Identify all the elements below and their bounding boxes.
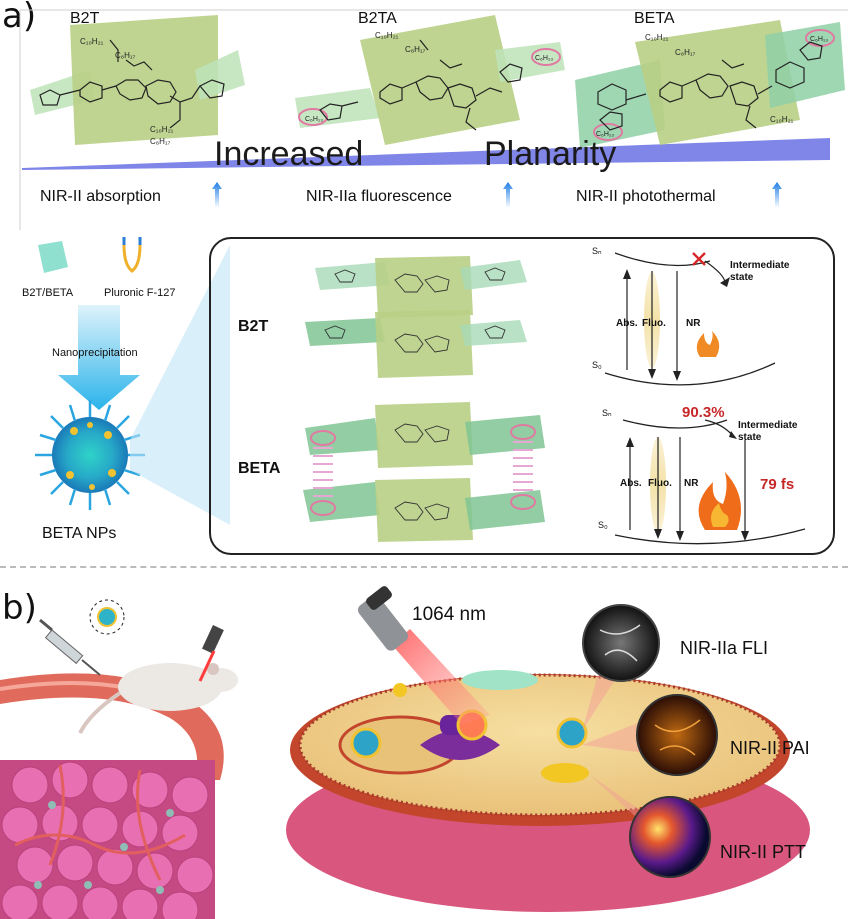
stack-label-beta: BETA: [238, 460, 281, 477]
ptt-image: [629, 796, 711, 878]
property-absorption: NIR-II absorption: [40, 188, 161, 205]
product-label: BETA NPs: [42, 525, 117, 542]
sn-label-bottom: Sₙ: [602, 408, 612, 418]
modality-pai: NIR-II PAI: [730, 738, 810, 758]
up-arrow-icon: [503, 182, 513, 208]
b2ta-c6h13-label-2: C₆H₁₃: [535, 55, 553, 62]
b2ta-c6h13-label: C₆H₁₃: [305, 116, 323, 123]
beta-c6h13-label: C₆H₁₃: [596, 131, 614, 138]
process-label: Nanoprecipitation: [52, 347, 138, 359]
molecule-title-b2ta: B2TA: [358, 10, 397, 27]
cell-illustration: [286, 670, 810, 912]
b2t-c10h21-label-2: C₁₀H₂₁: [150, 125, 174, 134]
nanoprecipitation-graphic: [35, 237, 230, 525]
material-chip-icon: [38, 241, 68, 273]
laser-small-icon: [198, 625, 224, 682]
pai-image: [636, 694, 718, 776]
blocked-cross-icon: [692, 252, 706, 266]
beta-nanoparticle-icon: [35, 400, 145, 510]
fluo-label-top: Fluo.: [642, 318, 666, 329]
panel-divider: [0, 566, 848, 568]
up-arrow-icon: [772, 182, 782, 208]
s0-label-top: S₀: [592, 360, 602, 370]
intermediate-state-top: Intermediate state: [730, 260, 790, 283]
panel-a-label: a): [2, 0, 37, 36]
pluronic-icon: [122, 244, 142, 273]
panel-a-structures: C₁₀H₂₁ C₈H₁₇ C₁₀H₂₁ C₈H₁₇ C₆H₁₃ C₆H₁₃ C₁…: [19, 9, 848, 230]
intermediate-state-bottom: Intermediate state: [738, 420, 798, 443]
down-arrow-icon: [58, 305, 140, 410]
laser-icon: [357, 586, 490, 725]
property-photothermal: NIR-II photothermal: [576, 188, 716, 205]
tumor-cluster: [0, 760, 215, 919]
planarity-label: Planarity: [484, 135, 617, 173]
time-label: 79 fs: [760, 476, 795, 493]
fluo-label-bottom: Fluo.: [648, 478, 672, 489]
laser-wavelength-label: 1064 nm: [412, 604, 486, 625]
abs-label-bottom: Abs.: [620, 478, 642, 489]
surfactant-label: Pluronic F-127: [104, 287, 176, 299]
percent-label: 90.3%: [682, 404, 725, 421]
sn-label-top: Sₙ: [592, 246, 602, 256]
mouse-illustration: [78, 663, 238, 734]
beta-c10h21-label: C₁₀H₂₁: [645, 33, 669, 42]
stacking-panel: [209, 237, 835, 555]
stacking-diagram: [303, 256, 545, 542]
b2t-c8h17-label: C₈H₁₇: [115, 51, 136, 60]
s0-label-bottom: S₀: [598, 520, 608, 530]
b2ta-molecule: C₆H₁₃ C₆H₁₃ C₁₀H₂₁ C₈H₁₇: [295, 15, 565, 145]
modality-fli: NIR-IIa FLI: [680, 638, 769, 658]
beta-c6h13-label-2: C₆H₁₃: [810, 36, 828, 43]
beta-molecule: C₆H₁₃ C₆H₁₃ C₁₀H₂₁ C₈H₁₇ C₁₀H₂₁: [575, 20, 845, 148]
nr-label-bottom: NR: [684, 478, 699, 489]
syringe-icon: [39, 618, 101, 676]
beta-c8h17-label: C₈H₁₇: [675, 48, 696, 57]
flame-icon-large: [698, 472, 741, 530]
modality-ptt: NIR-II PTT: [720, 842, 806, 862]
nr-label-top: NR: [686, 318, 701, 329]
beta-c10h21-label-2: C₁₀H₂₁: [770, 115, 794, 124]
b2t-c8h17-label-2: C₈H₁₇: [150, 137, 171, 146]
increased-label: Increased: [214, 135, 364, 173]
mitochondria-icon: [541, 763, 589, 783]
property-fluorescence: NIR-IIa fluorescence: [306, 188, 452, 205]
flame-icon: [696, 331, 720, 357]
b2t-molecule: C₁₀H₂₁ C₈H₁₇ C₁₀H₂₁ C₈H₁₇: [30, 15, 245, 146]
planarity-wedge: [22, 138, 830, 170]
b2ta-c10h21-label: C₁₀H₂₁: [375, 31, 399, 40]
molecule-title-beta: BETA: [634, 10, 675, 27]
stack-label-b2t: B2T: [238, 318, 269, 335]
panel-b-illustration: [0, 586, 810, 919]
molecule-title-b2t: B2T: [70, 10, 100, 27]
fli-image: [582, 604, 660, 682]
abs-label-top: Abs.: [616, 318, 638, 329]
panel-b-label: b): [2, 588, 37, 628]
b2t-c10h21-label: C₁₀H₂₁: [80, 37, 104, 46]
b2ta-c8h17-label: C₈H₁₇: [405, 45, 426, 54]
material-label: B2T/BETA: [22, 287, 74, 299]
energy-diagram: [604, 252, 806, 545]
up-arrow-icon: [212, 182, 222, 208]
